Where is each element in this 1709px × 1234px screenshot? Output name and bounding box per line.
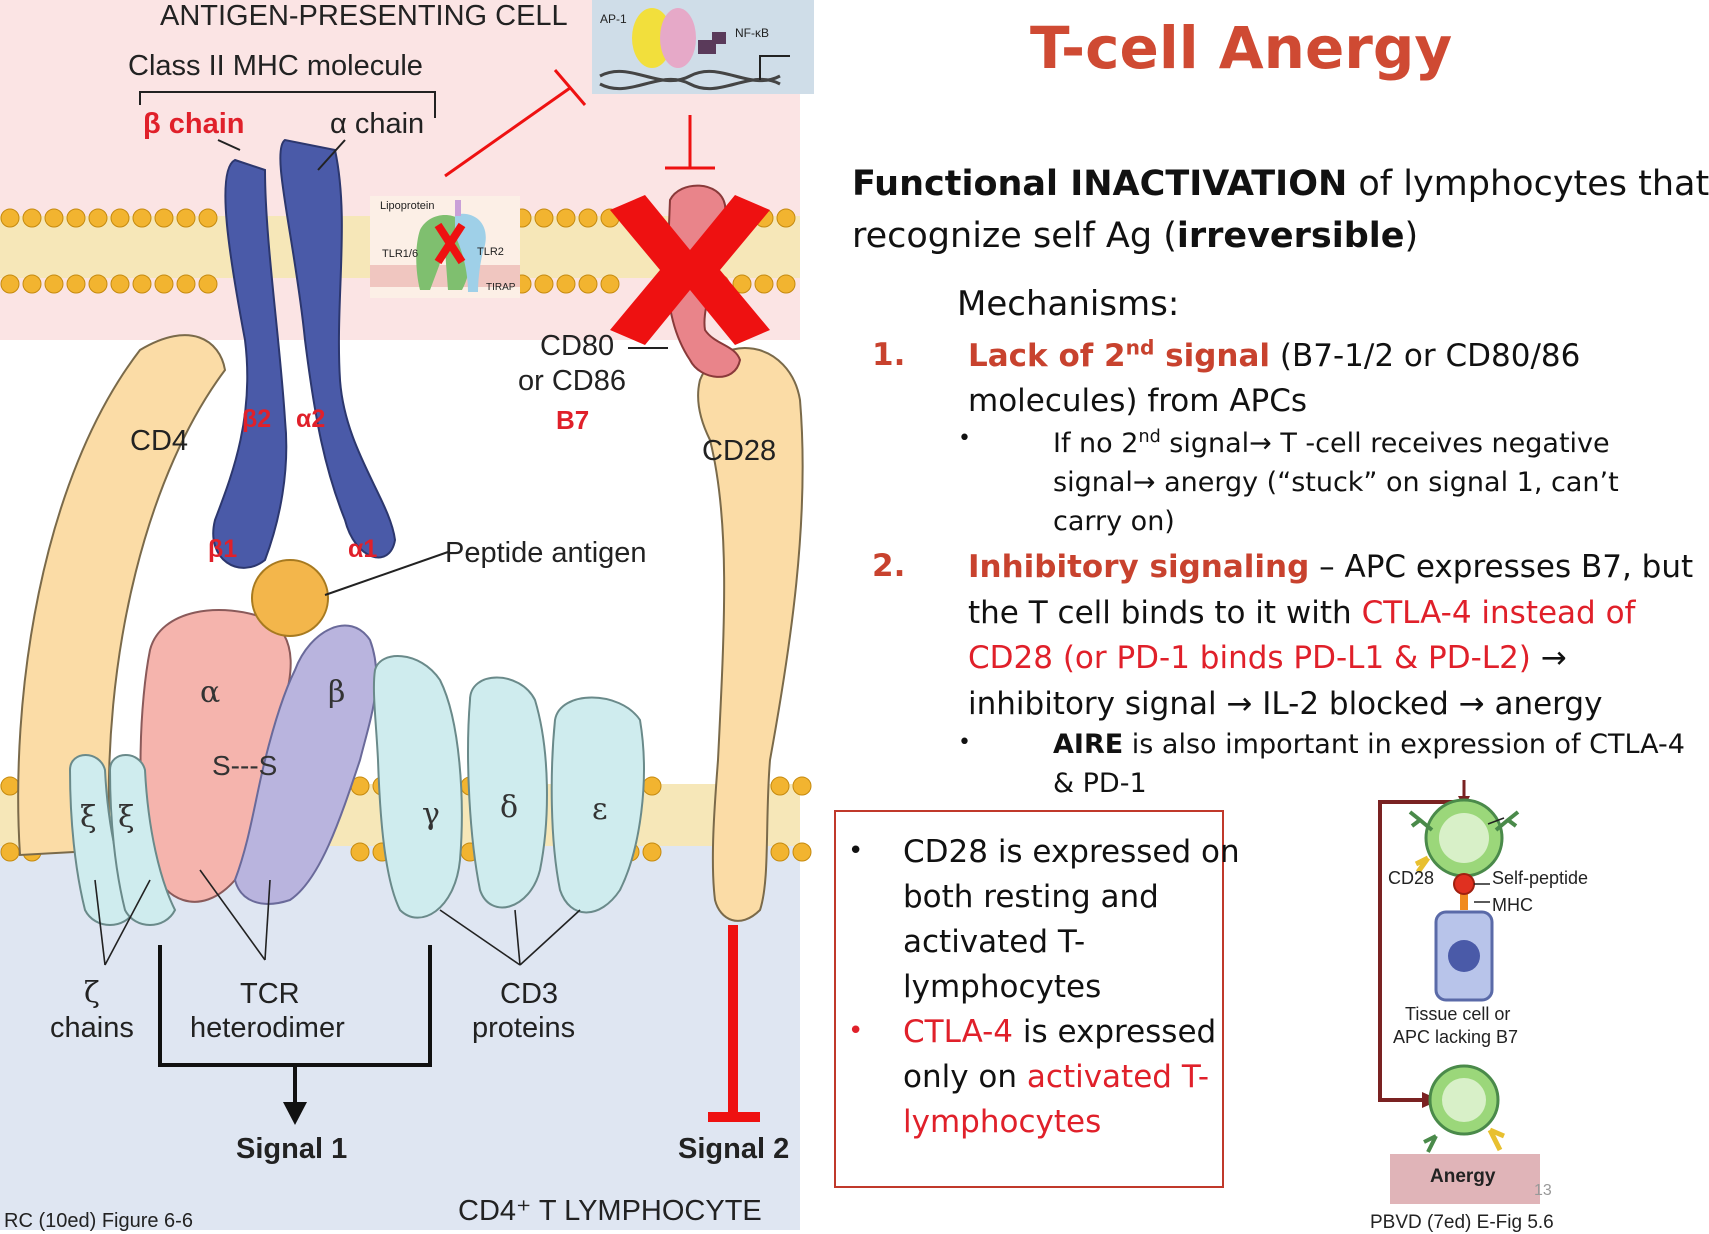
- definition-line2-start: recognize self Ag (: [852, 216, 1177, 256]
- anergy-figure: [1378, 780, 1540, 1204]
- zeta2-label: ξ: [118, 800, 135, 835]
- beta-chain-label: β chain: [143, 108, 245, 141]
- signal1-label: Signal 1: [236, 1133, 348, 1165]
- right-tissue-label: Tissue cell or: [1405, 1004, 1511, 1024]
- beta2-label: β2: [242, 405, 272, 433]
- cd28-label: CD28: [702, 435, 777, 467]
- beta1-label: β1: [208, 535, 238, 563]
- inset-tlr16-label: TLR1/6: [382, 248, 419, 260]
- transcription-factor-inset: [592, 0, 814, 94]
- gamma-label: γ: [422, 797, 440, 832]
- tlr-inset: [370, 196, 520, 298]
- mechanism-1: Lack of 2nd signal (B7-1/2 or CD80/86 mo…: [968, 334, 1580, 424]
- tcr-beta-chain: [233, 624, 378, 905]
- definition-bold: Functional INACTIVATION: [852, 164, 1348, 204]
- delta-label: δ: [500, 790, 519, 825]
- mechanism-1-text1: (B7-1/2 or CD80/86: [1270, 338, 1581, 374]
- zeta-chains-symbol: ζ: [84, 975, 100, 1009]
- tcr-beta-label: β: [328, 675, 346, 710]
- definition-line2-end: ): [1404, 216, 1419, 256]
- slide-title: T-cell Anergy: [1030, 14, 1453, 82]
- mechanism-1-text2: molecules) from APCs: [968, 383, 1308, 419]
- inset-lipoprotein-label: Lipoprotein: [380, 200, 435, 212]
- right-self-peptide-label: Self-peptide: [1492, 868, 1589, 888]
- mhc-alpha-chain: [279, 138, 397, 559]
- tcr-signaling-figure: [0, 0, 814, 1230]
- right-figure-caption: PBVD (7ed) E-Fig 5.6: [1370, 1212, 1554, 1233]
- inset-ap1-label: AP-1: [600, 12, 627, 26]
- mechanisms-heading: Mechanisms:: [957, 284, 1180, 324]
- cross-mark-icon: [610, 195, 770, 345]
- cd28-molecule: [697, 346, 804, 922]
- mechanism-2-highlight: Inhibitory signaling: [968, 549, 1310, 585]
- beta-chain-label-text: β chain: [143, 108, 245, 140]
- alpha2-label: α2: [296, 405, 326, 433]
- right-cd28-label: CD28: [1388, 868, 1435, 888]
- mechanism-1-bullet-dot: •: [958, 426, 971, 451]
- apc-label: ANTIGEN-PRESENTING CELL: [160, 0, 568, 32]
- inset-tirap-label: TIRAP: [486, 282, 516, 293]
- cd3-gamma: [372, 655, 463, 919]
- zeta-chain-2: [108, 754, 177, 926]
- cd3-proteins-label: proteins: [472, 1012, 576, 1044]
- tcr-heterodimer-label: heterodimer: [190, 1012, 345, 1044]
- mhc-bracket: [139, 91, 436, 118]
- tcr-alpha-label: α: [200, 675, 221, 710]
- signal2-block-bar: [708, 925, 760, 1122]
- b7-label: B7: [556, 405, 590, 435]
- mechanism-2: Inhibitory signaling – APC expresses B7,…: [968, 549, 1694, 722]
- definition: Functional INACTIVATION of lymphocytes t…: [852, 158, 1709, 262]
- mechanism-2-number: 2.: [872, 548, 906, 584]
- tcell-label: CD4⁺ T LYMPHOCYTE: [458, 1195, 762, 1227]
- zeta1-label: ξ: [80, 800, 97, 835]
- mhc-label: Class II MHC molecule: [128, 50, 423, 82]
- peptide-antigen: [251, 559, 329, 637]
- mechanism-1-number: 1.: [872, 337, 906, 373]
- cd3-delta: [467, 676, 548, 909]
- left-figure-caption: RC (10ed) Figure 6-6: [4, 1210, 193, 1232]
- cd86-label: or CD86: [518, 365, 626, 397]
- cd3-label: CD3: [500, 978, 559, 1010]
- signal2-label: Signal 2: [678, 1133, 790, 1165]
- mhc-beta-chain: [212, 158, 288, 569]
- cd4-label: CD4: [130, 425, 189, 457]
- alpha1-label: α1: [348, 535, 378, 563]
- note-bullet-1-dot: •: [848, 836, 864, 866]
- inset-tlr2-label: TLR2: [477, 246, 504, 258]
- definition-rest: of lymphocytes that: [1347, 164, 1709, 204]
- note-item-1: CD28 is expressed on both resting and ac…: [903, 834, 1240, 1005]
- mechanism-2-bullet: AIRE is also important in expression of …: [1053, 729, 1685, 799]
- cd3-epsilon: [550, 696, 645, 914]
- cd4-molecule: [17, 334, 227, 857]
- aire-label: AIRE: [1053, 729, 1124, 760]
- page-number: 13: [1534, 1182, 1552, 1199]
- cd80-label: CD80: [540, 330, 615, 362]
- alpha-chain-label: α chain: [330, 108, 425, 140]
- right-mhc-label: MHC: [1492, 895, 1533, 915]
- disulfide-label: S---S: [212, 750, 278, 781]
- inhibition-arrow-tlr: [444, 69, 587, 178]
- inset-nfkb-label: NF-κB: [735, 26, 769, 40]
- mechanism-1-bullet: If no 2nd signal→ T -cell receives negat…: [1053, 427, 1619, 537]
- anergy-label: Anergy: [1430, 1166, 1496, 1187]
- epsilon-label: ε: [592, 792, 608, 827]
- note-item-2: CTLA-4 is expressed only on activated T-…: [903, 1014, 1217, 1140]
- expression-note-box: [834, 810, 1224, 1188]
- tcr-label: TCR: [240, 978, 300, 1010]
- inhibition-arrow-b7: [665, 115, 715, 170]
- definition-irreversible: irreversible: [1176, 216, 1405, 256]
- right-apc-label: APC lacking B7: [1393, 1027, 1519, 1047]
- note-bullet-2-dot: •: [848, 1016, 864, 1046]
- peptide-label: Peptide antigen: [445, 537, 647, 569]
- mechanism-2-bullet-dot: •: [958, 730, 971, 755]
- mechanism-1-highlight: Lack of 2nd signal: [968, 335, 1271, 374]
- zeta-chains-label: chains: [50, 1012, 134, 1044]
